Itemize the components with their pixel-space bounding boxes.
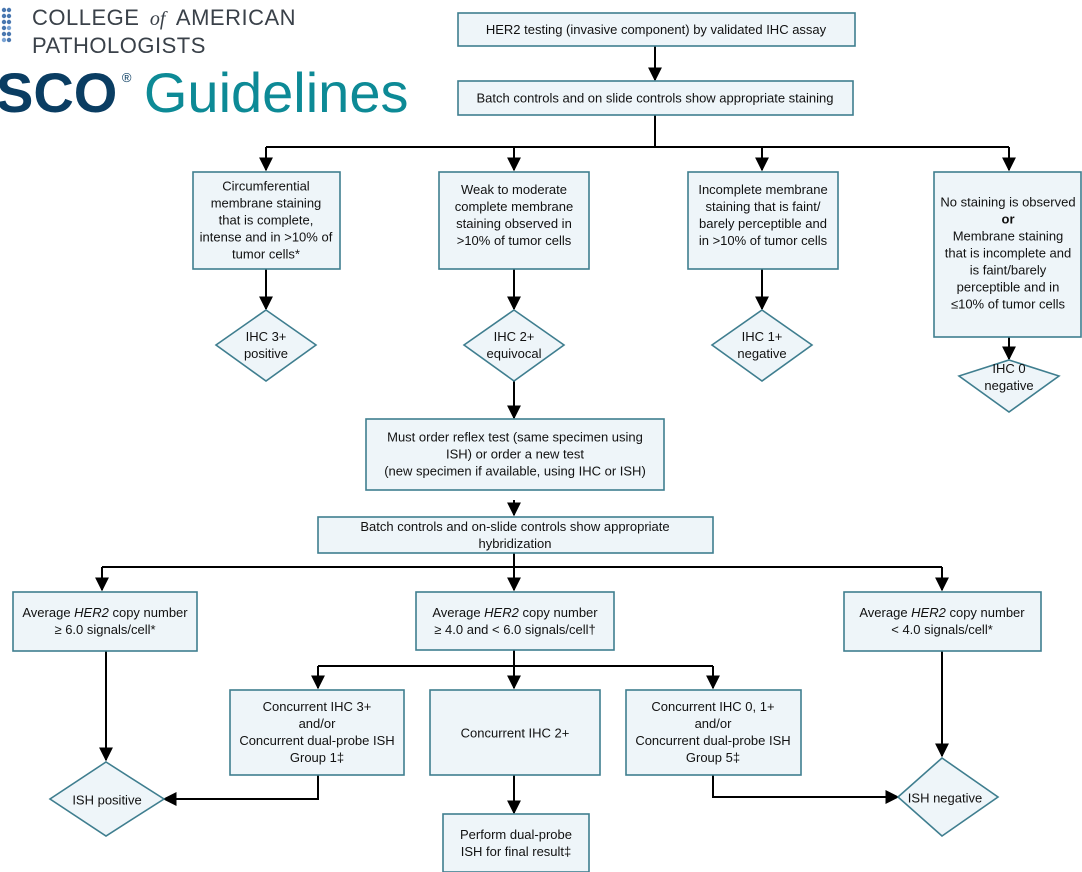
cap-dots-icon (1, 7, 12, 43)
her2-testing-label: HER2 testing (invasive component) by val… (486, 22, 827, 37)
ihc2-diamond (462, 309, 566, 382)
connectors (95, 46, 1016, 815)
cap-american-text: AMERICAN (176, 5, 296, 30)
incomplete-faint-box (687, 171, 839, 270)
ihc1-label: IHC 1+negative (737, 329, 786, 361)
her2-testing-box (457, 12, 856, 47)
avg-4to6-label: Average HER2 copy number≥ 4.0 and < 6.0 … (432, 605, 598, 637)
cap-college-text: COLLEGE (32, 5, 139, 30)
svg-text:SCO ® Guidelines: SCO ® Guidelines (0, 61, 408, 124)
ihc3-label: IHC 3+positive (244, 329, 288, 361)
svg-text:COLLEGE of AMERICA: COLLEGE of AMERICAN (32, 5, 296, 30)
registered-mark: ® (122, 70, 132, 85)
cap-of-text: of (150, 8, 168, 30)
weak-moderate-box (438, 171, 590, 270)
ish-negative-label: ISH negative (908, 791, 982, 806)
batch-staining-label: Batch controls and on slide controls sho… (477, 91, 834, 106)
avg-lt4-label: Average HER2 copy number< 4.0 signals/ce… (859, 605, 1025, 637)
avg-ge6-box (12, 591, 198, 652)
batch-staining-box (457, 80, 854, 116)
circ-membrane-box (192, 171, 341, 270)
batch-hybrid-box (317, 516, 714, 554)
conc-ihc3-box (229, 689, 405, 776)
flow-nodes (12, 12, 1082, 872)
conc-ihc2-box (429, 689, 601, 776)
ish-positive-diamond (48, 761, 166, 837)
cap-logo: COLLEGE of AMERICAN PATHOLOGISTS (1, 5, 296, 58)
ish-positive-label: ISH positive (72, 793, 141, 808)
avg-4to6-box (415, 591, 615, 651)
asco-text: SCO (0, 61, 117, 124)
ihc1-diamond (710, 309, 814, 382)
avg-lt4-box (843, 591, 1042, 652)
no-staining-box (933, 171, 1082, 338)
decision-nodes (48, 309, 1061, 838)
ihc2-label: IHC 2+equivocal (487, 329, 542, 361)
node-labels: HER2 testing (invasive component) by val… (22, 22, 1075, 859)
perform-dual-box (442, 813, 590, 872)
reflex-test-label: Must order reflex test (same specimen us… (384, 430, 646, 479)
asco-guidelines-logo: SCO ® Guidelines (0, 61, 408, 124)
ihc3-diamond (214, 309, 318, 382)
conc-ihc2-label: Concurrent IHC 2+ (461, 726, 570, 741)
conc-ihc01-box (625, 689, 802, 776)
avg-ge6-label: Average HER2 copy number≥ 6.0 signals/ce… (22, 605, 188, 637)
ish-negative-diamond (896, 756, 1000, 838)
batch-hybrid-label: Batch controls and on-slide controls sho… (360, 519, 669, 551)
reflex-test-box (365, 418, 665, 491)
guidelines-text: Guidelines (144, 61, 409, 124)
cap-pathologists-text: PATHOLOGISTS (32, 33, 206, 58)
ihc0-diamond (957, 359, 1061, 413)
